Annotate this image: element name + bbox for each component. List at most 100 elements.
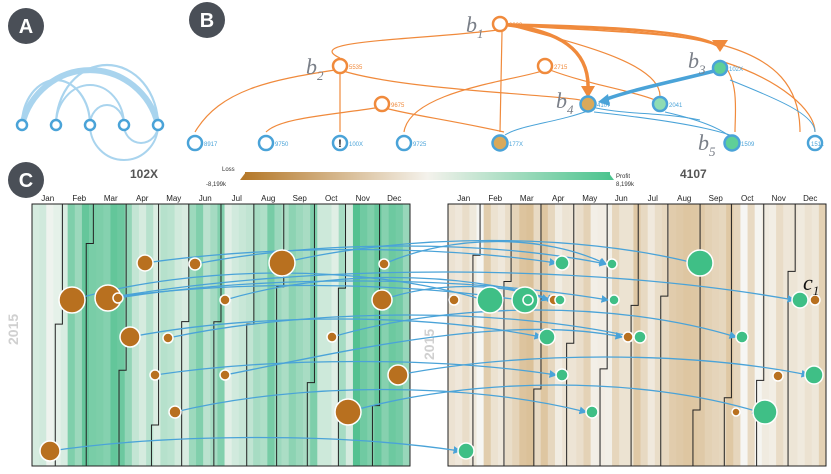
transaction-flow xyxy=(331,309,738,339)
calendar-week-cell xyxy=(345,204,354,466)
month-boundary xyxy=(787,204,796,466)
arc-link xyxy=(89,124,159,161)
loss-transaction-dot xyxy=(168,405,182,419)
calendar-week-cell xyxy=(196,204,204,466)
profit-transaction-dot xyxy=(457,442,475,460)
node-value: 1509 xyxy=(741,142,755,148)
orange-link-thick xyxy=(499,22,590,91)
calendar-week-cell xyxy=(260,204,268,466)
month-label: Nov xyxy=(772,194,786,203)
calendar-week-cell xyxy=(697,204,706,466)
calendar-week-cell xyxy=(483,204,492,466)
legend-profit-label: Profit xyxy=(616,174,630,180)
legend-loss-marker xyxy=(240,172,246,180)
loss-transaction-dot xyxy=(162,332,174,344)
calendar-week-cell xyxy=(797,204,805,466)
calendar-week-cell xyxy=(576,204,584,466)
month-label: May xyxy=(582,194,597,203)
arc-node xyxy=(83,118,97,132)
calendar-week-cell xyxy=(704,204,713,466)
calendar-week-cell xyxy=(395,204,404,466)
calendar-week-cell xyxy=(74,204,83,466)
node-value: 4107 xyxy=(597,103,611,109)
month-label: Aug xyxy=(261,194,275,203)
month-label: Feb xyxy=(488,194,502,203)
node xyxy=(806,134,824,152)
node-b1 xyxy=(491,15,509,33)
month-label: Jun xyxy=(615,194,628,203)
calendar-year-left: 2015 xyxy=(5,314,21,345)
transaction-dots xyxy=(39,249,824,462)
legend-loss-label: Loss xyxy=(222,167,235,173)
calendar-week-cell xyxy=(818,204,827,466)
node-value: 8917 xyxy=(204,142,218,148)
node-value: 9725 xyxy=(413,142,427,148)
arc-node xyxy=(151,118,165,132)
legend-loss-value: -8,199k xyxy=(206,182,227,188)
calendar-week-cell xyxy=(146,204,154,466)
node-b5 xyxy=(723,134,741,152)
month-label: Apr xyxy=(552,194,565,203)
month-boundary xyxy=(723,204,732,466)
calendar-week-cell xyxy=(661,204,670,466)
month-label: Mar xyxy=(520,194,534,203)
month-boundary xyxy=(54,204,63,466)
loss-transaction-dot xyxy=(58,286,86,314)
calendar-week-cell xyxy=(497,204,506,466)
calendar-week-cell xyxy=(554,204,563,466)
loss-transaction-dot xyxy=(149,369,161,381)
month-boundary xyxy=(630,204,639,466)
loss-transaction-dot xyxy=(378,258,390,270)
loss-transaction-dot xyxy=(326,331,338,343)
transaction-flow xyxy=(107,271,796,303)
calendar-week-cell xyxy=(89,204,97,466)
badge-b-label: B xyxy=(200,10,214,32)
node-value: 9323 xyxy=(509,23,523,29)
month-label: Jan xyxy=(457,194,470,203)
calendar-week-cell xyxy=(402,204,411,466)
calendar-week-cell xyxy=(388,204,397,466)
month-boundary xyxy=(213,204,222,466)
calendar-week-cell xyxy=(776,204,784,466)
calendar-week-cell xyxy=(352,204,361,466)
calendar-week-cell xyxy=(462,204,470,466)
loss-transaction-dot xyxy=(268,249,296,277)
badge-a-label: A xyxy=(19,16,33,38)
month-label: Jun xyxy=(199,194,212,203)
loss-transaction-dot xyxy=(371,289,393,311)
loss-transaction-dot xyxy=(219,369,231,381)
loss-transaction-dot xyxy=(119,326,141,348)
arrowhead xyxy=(712,40,728,52)
calendar-week-cell xyxy=(224,204,232,466)
calendar-week-cell xyxy=(590,204,599,466)
node-values-orange: 9323 5535 2715 9675 xyxy=(349,23,568,109)
panel-a: A xyxy=(8,8,165,161)
loss-transaction-dot xyxy=(188,257,202,271)
month-label: Jul xyxy=(648,194,658,203)
month-boundary xyxy=(472,204,481,466)
loss-transaction-dot xyxy=(809,294,821,306)
calendar-week-cell xyxy=(217,204,225,466)
calendar-week-cell xyxy=(367,204,375,466)
node-value: 100X xyxy=(349,142,363,148)
transaction-flow xyxy=(224,328,624,376)
calendar-week-cell xyxy=(303,204,311,466)
calendar-week-cell xyxy=(381,204,389,466)
calendar-week-cell xyxy=(690,204,698,466)
calendar-week-cell xyxy=(245,204,254,466)
arc-node xyxy=(15,118,29,132)
transaction-flow xyxy=(281,239,696,266)
calendar-week-cell xyxy=(295,204,304,466)
transaction-flows xyxy=(49,239,810,454)
month-label: Oct xyxy=(325,194,338,203)
calendar-week-cell xyxy=(647,204,656,466)
month-label: Sep xyxy=(293,194,308,203)
node-values-blue: 102X 4107 2041 8917 9750 100X 9725 177X … xyxy=(204,67,825,148)
loss-transaction-dot xyxy=(136,254,154,272)
arrowhead xyxy=(598,94,610,106)
transaction-flow xyxy=(224,276,556,302)
calendar-week-cell xyxy=(676,204,684,466)
calendar-week-cell xyxy=(317,204,325,466)
